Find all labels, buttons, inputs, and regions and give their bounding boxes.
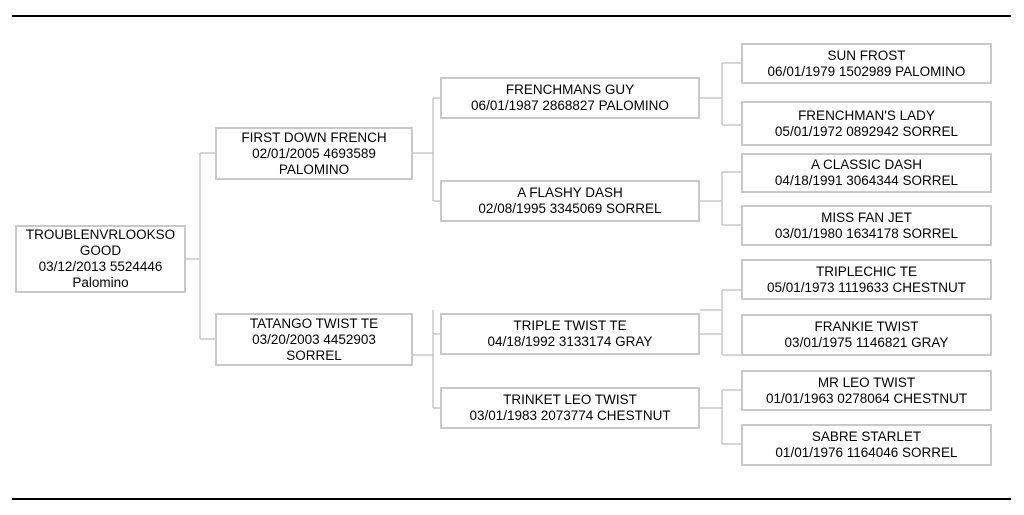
horse-name: TATANGO TWIST TE: [249, 315, 379, 331]
horse-box-sire-dam: A FLASHY DASH 02/08/1995 3345069 SORREL: [440, 180, 700, 222]
horse-name: TRIPLE TWIST TE: [513, 318, 627, 333]
horse-details: 03/01/1975 1146821 GRAY: [784, 335, 949, 350]
horse-name: SABRE STARLET: [811, 429, 922, 444]
horse-box-ds-sire: TRIPLECHIC TE 05/01/1973 1119633 CHESTNU…: [741, 259, 992, 300]
horse-box-dd-dam: SABRE STARLET 01/01/1976 1164046 SORREL: [741, 424, 992, 466]
horse-details: 02/08/1995 3345069 SORREL: [478, 201, 662, 216]
horse-name: FRANKIE TWIST: [814, 319, 919, 334]
horse-box-dam: TATANGO TWIST TE 03/20/2003 4452903 SORR…: [215, 313, 413, 366]
horse-box-dam-dam: TRINKET LEO TWIST 03/01/1983 2073774 CHE…: [440, 387, 700, 429]
horse-name: MISS FAN JET: [821, 209, 912, 225]
horse-details: 05/01/1973 1119633 CHESTNUT: [766, 279, 967, 295]
horse-name: TRINKET LEO TWIST: [503, 392, 637, 407]
horse-color: PALOMINO: [278, 161, 350, 177]
horse-box-sire-sire: FRENCHMANS GUY 06/01/1987 2868827 PALOMI…: [440, 77, 700, 119]
horse-name: A CLASSIC DASH: [810, 157, 923, 172]
top-rule: [12, 15, 1011, 17]
horse-details: 05/01/1972 0892942 SORREL: [774, 123, 959, 139]
horse-name: GOOD: [79, 243, 122, 258]
horse-box-dam-sire: TRIPLE TWIST TE 04/18/1992 3133174 GRAY: [440, 313, 700, 355]
horse-name: FIRST DOWN FRENCH: [241, 129, 387, 145]
horse-details: 01/01/1976 1164046 SORREL: [775, 445, 958, 460]
horse-details: 03/20/2003 4452903: [252, 331, 376, 347]
horse-box-ds-dam: FRANKIE TWIST 03/01/1975 1146821 GRAY: [741, 314, 992, 356]
horse-name: MR LEO TWIST: [817, 374, 916, 390]
horse-details: 06/01/1987 2868827 PALOMINO: [471, 98, 669, 113]
horse-details: 03/12/2013 5524446: [38, 259, 163, 274]
horse-details: 01/01/1963 0278064 CHESTNUT: [765, 390, 968, 406]
horse-name: A FLASHY DASH: [517, 185, 623, 200]
horse-name: FRENCHMANS GUY: [505, 82, 635, 97]
horse-color: SORREL: [286, 347, 342, 363]
horse-box-subject: TROUBLENVRLOOKSO GOOD 03/12/2013 5524446…: [15, 225, 186, 293]
horse-name: SUN FROST: [827, 47, 906, 63]
horse-box-ss-dam: FRENCHMAN'S LADY 05/01/1972 0892942 SORR…: [741, 101, 992, 146]
horse-box-dd-sire: MR LEO TWIST 01/01/1963 0278064 CHESTNUT: [741, 370, 992, 411]
horse-box-ss-sire: SUN FROST 06/01/1979 1502989 PALOMINO: [741, 43, 992, 84]
horse-details: 06/01/1979 1502989 PALOMINO: [767, 63, 966, 79]
horse-box-sire: FIRST DOWN FRENCH 02/01/2005 4693589 PAL…: [215, 127, 413, 180]
horse-name: TRIPLECHIC TE: [815, 263, 918, 279]
horse-details: 03/01/1980 1634178 SORREL: [774, 225, 959, 241]
horse-details: 02/01/2005 4693589: [252, 145, 376, 161]
horse-color: Palomino: [72, 275, 129, 290]
horse-details: 04/18/1992 3133174 GRAY: [487, 334, 653, 349]
bottom-rule: [12, 498, 1011, 500]
horse-box-sd-sire: A CLASSIC DASH 04/18/1991 3064344 SORREL: [741, 153, 992, 193]
horse-name: TROUBLENVRLOOKSO: [25, 227, 176, 242]
horse-details: 03/01/1983 2073774 CHESTNUT: [469, 408, 671, 423]
horse-box-sd-dam: MISS FAN JET 03/01/1980 1634178 SORREL: [741, 205, 992, 246]
horse-details: 04/18/1991 3064344 SORREL: [774, 173, 959, 188]
horse-name: FRENCHMAN'S LADY: [798, 107, 935, 123]
